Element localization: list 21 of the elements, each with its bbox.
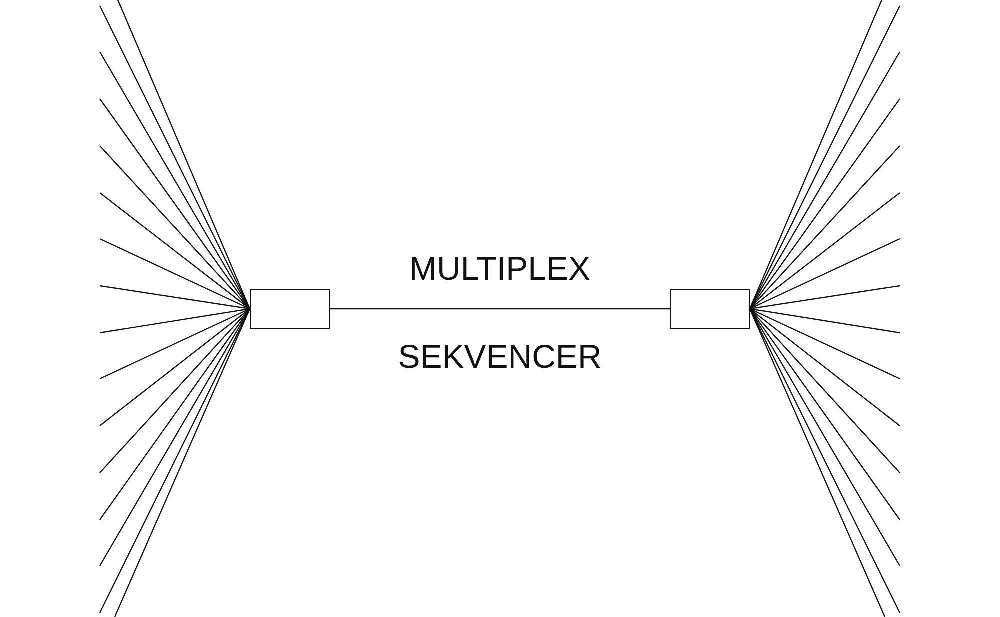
line xyxy=(100,308,250,426)
line xyxy=(100,192,250,310)
line xyxy=(750,308,900,380)
line xyxy=(750,192,900,310)
line xyxy=(100,308,250,334)
line xyxy=(100,308,250,380)
line xyxy=(750,308,900,334)
rectangle-box xyxy=(250,289,330,329)
line xyxy=(750,308,900,474)
line xyxy=(750,146,900,310)
diagram-label: MULTIPLEX xyxy=(408,250,592,288)
line xyxy=(750,285,900,310)
connector-line xyxy=(330,308,670,310)
diagram-label: SEKVENCER xyxy=(397,338,603,376)
line xyxy=(100,238,250,310)
line xyxy=(750,308,900,426)
line xyxy=(100,285,250,310)
line xyxy=(100,146,250,310)
rectangle-box xyxy=(670,289,750,329)
line xyxy=(100,308,250,474)
line xyxy=(750,238,900,310)
